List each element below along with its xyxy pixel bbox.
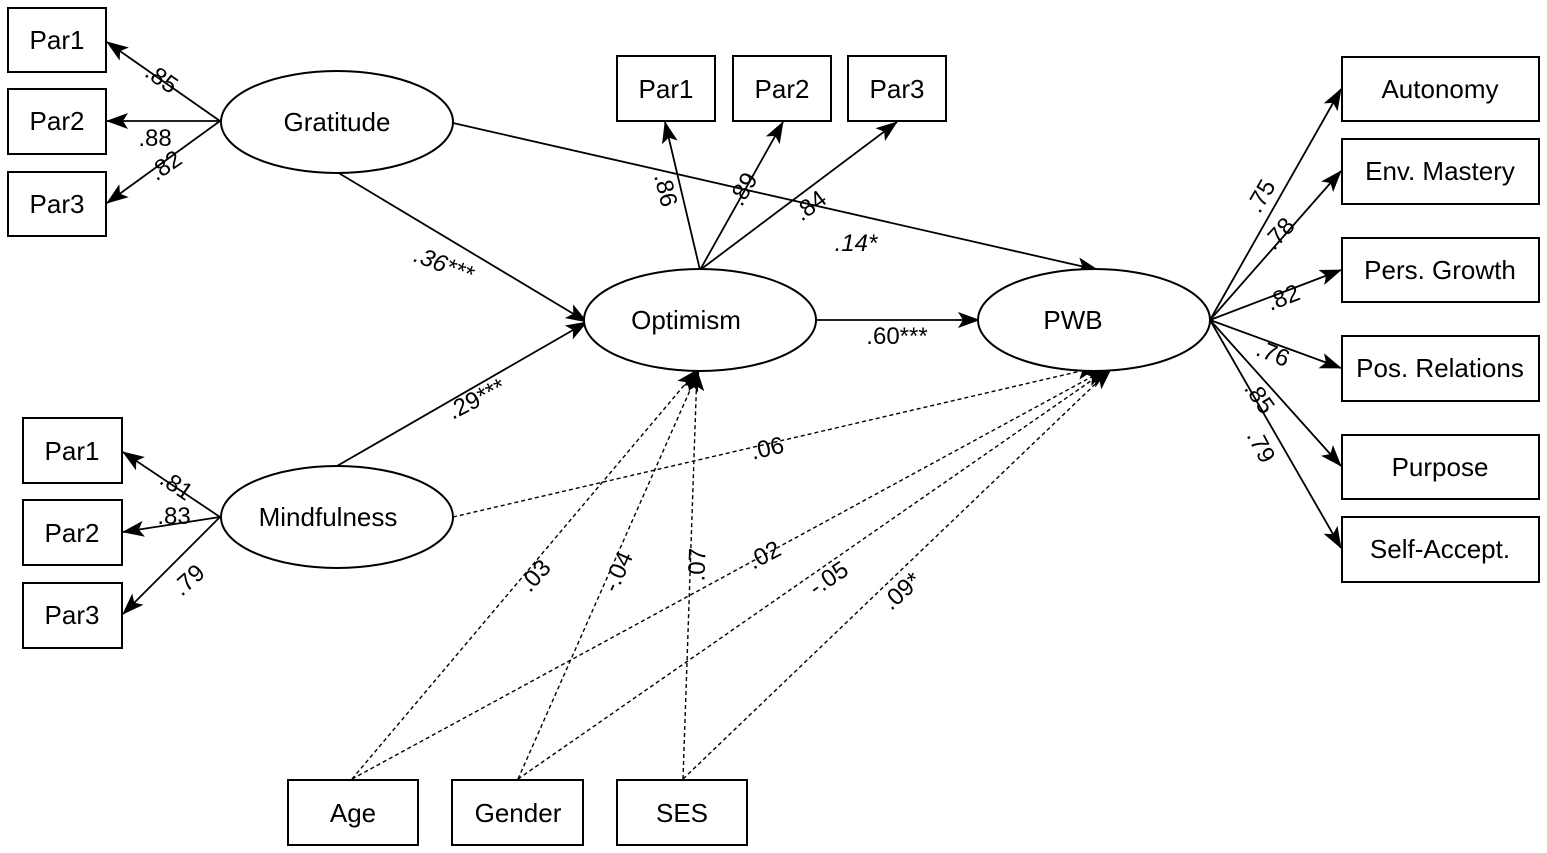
loading-pos-relations: .76 [1252,335,1293,373]
path-gender-optimism [517,369,700,780]
path-mindfulness-pwb [452,363,1099,518]
loading-optimism-par3: .84 [789,185,832,227]
env-mastery-label: Env. Mastery [1365,156,1515,186]
coef-age-optimism: .03 [514,555,556,598]
pers-growth-label: Pers. Growth [1364,255,1516,285]
mindfulness-par3-box: Par3 [22,582,123,649]
mindfulness-latent: Mindfulness [220,465,454,569]
loading-gratitude-par2: .88 [138,125,171,152]
path-ses-pwb [682,368,1112,780]
loading-mindfulness-par1: .81 [155,465,198,506]
path-ses-optimism [682,369,705,780]
autonomy-box: Autonomy [1341,56,1540,122]
purpose-box: Purpose [1341,434,1540,500]
loading-pers-growth: .82 [1263,279,1304,316]
path-gratitude-par1 [106,41,221,122]
path-gratitude-par3 [106,120,221,204]
pos-relations-label: Pos. Relations [1356,353,1524,383]
coef-ses-pwb: .09* [877,567,927,616]
loading-optimism-par2: .89 [723,168,763,210]
gratitude-label: Gratitude [284,107,391,137]
path-mindfulness-par2 [122,516,221,537]
gender-box: Gender [451,779,584,846]
gratitude-par1-label: Par1 [30,25,85,55]
pos-relations-box: Pos. Relations [1341,335,1540,402]
optimism-latent: Optimism [583,268,817,372]
path-age-optimism [351,369,698,780]
path-age-pwb [351,368,1107,780]
ses-label: SES [656,798,708,828]
loading-mindfulness-par2: .83 [157,503,190,530]
loading-gratitude-par1: .85 [140,58,183,99]
loading-autonomy: .75 [1241,175,1281,217]
age-box: Age [287,779,419,846]
autonomy-label: Autonomy [1381,74,1498,104]
coef-optimism-pwb: .60*** [866,323,927,350]
gratitude-par1-box: Par1 [7,7,107,73]
gratitude-par3-box: Par3 [7,171,107,237]
coef-gratitude-pwb: .14* [835,230,878,257]
mindfulness-par1-box: Par1 [22,417,123,484]
mindfulness-par2-box: Par2 [22,499,123,566]
path-pwb-purpose [1209,319,1342,467]
path-mindfulness-optimism [336,321,588,467]
path-optimism-par3 [699,121,898,271]
gratitude-par3-label: Par3 [30,189,85,219]
path-gratitude-pwb [452,122,1099,274]
coef-mindfulness-optimism: .29*** [443,373,510,425]
pers-growth-box: Pers. Growth [1341,237,1540,303]
path-pwb-env-mastery [1209,170,1342,321]
path-mindfulness-par1 [122,451,221,518]
path-gender-pwb [517,368,1109,780]
coef-mindfulness-pwb: .06 [748,432,787,466]
ses-box: SES [616,779,748,846]
path-pwb-pers-growth [1209,269,1342,321]
coef-ses-optimism: .07 [683,548,711,582]
coef-gender-optimism: -.04 [597,548,638,597]
pwb-label: PWB [1043,305,1102,335]
self-accept-label: Self-Accept. [1370,534,1510,564]
gratitude-par2-box: Par2 [7,88,107,155]
mindfulness-label: Mindfulness [259,502,398,532]
loading-purpose: .85 [1239,376,1280,419]
path-gratitude-optimism [336,171,588,323]
purpose-label: Purpose [1392,452,1489,482]
mindfulness-par2-label: Par2 [45,518,100,548]
self-accept-box: Self-Accept. [1341,516,1540,583]
path-pwb-self-accept [1209,319,1342,549]
optimism-par2-label: Par2 [755,74,810,104]
loading-mindfulness-par3: .79 [168,559,211,601]
path-optimism-par2 [699,121,784,271]
path-pwb-pos-relations [1209,319,1342,369]
mindfulness-par1-label: Par1 [45,436,100,466]
path-mindfulness-par3 [122,516,221,615]
optimism-par3-label: Par3 [870,74,925,104]
optimism-par2-box: Par2 [732,55,832,122]
pwb-latent: PWB [977,268,1211,372]
optimism-label: Optimism [631,305,741,335]
optimism-par1-box: Par1 [616,55,716,122]
gratitude-latent: Gratitude [220,70,454,174]
optimism-par1-label: Par1 [639,74,694,104]
optimism-par3-box: Par3 [847,55,947,122]
age-label: Age [330,798,376,828]
gratitude-par2-label: Par2 [30,106,85,136]
path-optimism-par1 [662,121,701,271]
coef-age-pwb: .02 [743,536,785,576]
mindfulness-par3-label: Par3 [45,600,100,630]
coef-gender-pwb: -.05 [804,556,853,602]
env-mastery-box: Env. Mastery [1341,138,1540,205]
loading-env-mastery: .78 [1258,213,1300,256]
path-pwb-autonomy [1209,88,1342,321]
coef-gratitude-optimism: .36*** [410,241,478,288]
gender-label: Gender [475,798,562,828]
